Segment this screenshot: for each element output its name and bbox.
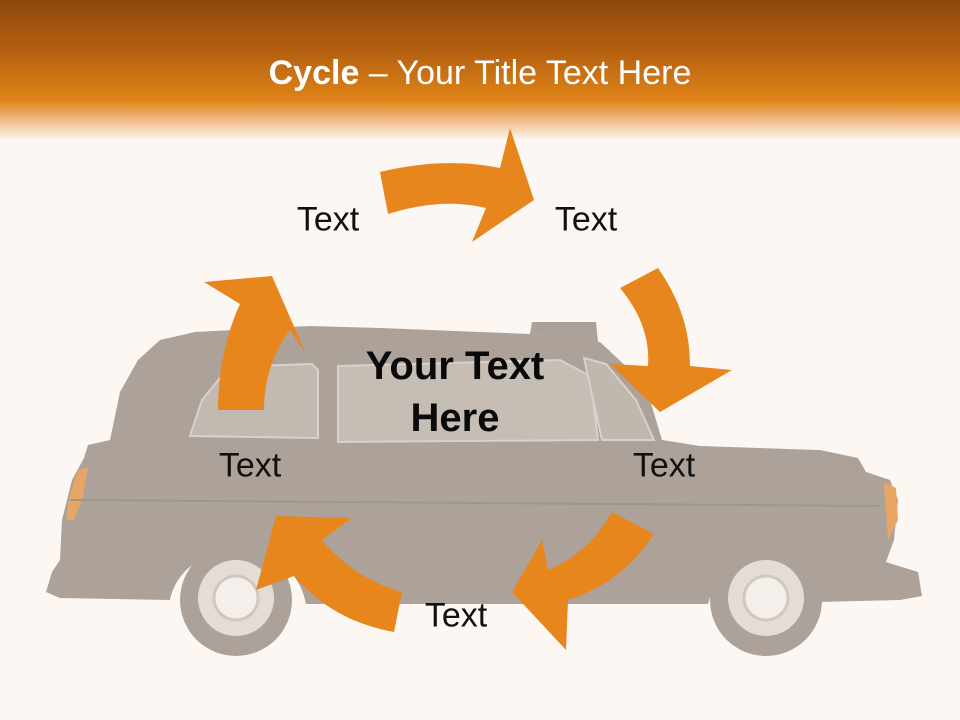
taxi-rear-wheel-hub (212, 574, 260, 622)
taxi-silhouette-icon (46, 322, 922, 656)
cycle-label-left[interactable]: Text (218, 446, 282, 485)
center-text-line1: Your Text (365, 344, 545, 388)
title-bar (0, 0, 960, 140)
taxi-front-window (582, 356, 656, 441)
arrow-top-icon (380, 128, 534, 242)
cycle-label-bottom[interactable]: Text (424, 596, 488, 635)
center-text-line2: Here (410, 396, 500, 440)
cycle-arrows-icon (204, 128, 732, 650)
cycle-label-top-left[interactable]: Text (296, 200, 360, 239)
cycle-label-right[interactable]: Text (632, 446, 696, 485)
taxi-rear-light (66, 468, 88, 520)
arrow-right-icon (610, 268, 732, 412)
slide-title[interactable]: Cycle – Your Title Text Here (0, 54, 960, 93)
arrow-left-icon (204, 276, 306, 410)
center-text[interactable]: Your Text Here (355, 340, 555, 444)
taxi-roof-sign (530, 322, 598, 342)
taxi-front-light (884, 482, 898, 540)
title-bold: Cycle (268, 54, 360, 92)
arrow-bottom-right-icon (512, 512, 654, 650)
taxi-trim-line (69, 499, 881, 507)
arrow-bottom-left-icon (256, 516, 402, 632)
title-rest: – Your Title Text Here (359, 54, 692, 92)
cycle-label-top-right[interactable]: Text (554, 200, 618, 239)
taxi-front-wheel-hub (742, 574, 790, 622)
